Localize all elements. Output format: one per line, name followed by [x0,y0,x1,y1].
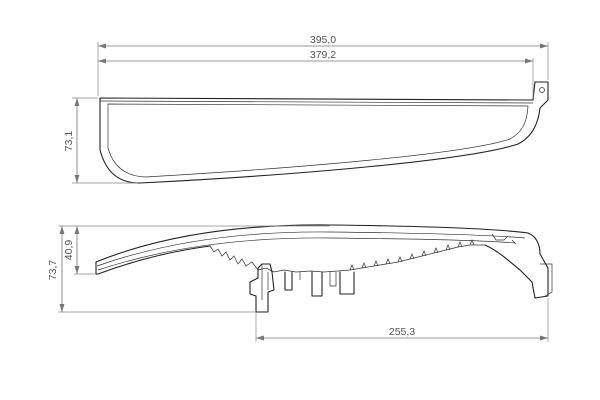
dimension-top-view-height: 73,1 [63,97,138,184]
dimension-side-upper-height: 40,9 [63,226,96,275]
mounting-bracket [249,263,275,313]
top-view-outer-profile [99,81,549,184]
dimension-side-total-height: 73,7 [47,225,330,313]
side-view-right-clip [540,263,553,297]
side-view [95,224,553,313]
dimension-bracket-length: 255,3 [255,298,549,342]
dimension-label-bracket-length: 255,3 [389,326,415,338]
top-view-inner-profile [107,103,529,178]
top-view [99,81,549,184]
mounting-tab-hole [539,87,545,93]
dimension-label-inner-length: 379,2 [310,49,336,61]
side-view-lug-1 [284,271,293,291]
dimension-label-side-upper-height: 40,9 [63,240,75,261]
dimension-inner-length: 379,2 [98,49,534,98]
top-view-flange-line [99,100,534,104]
side-view-rib-1 [96,231,526,267]
side-view-lug-detail [299,272,337,287]
dimension-overall-length: 395,0 [97,34,549,96]
dimension-label-overall-length: 395,0 [310,34,336,46]
side-view-nose [95,261,99,275]
side-view-lower-edge [97,245,211,275]
side-view-lug-3 [339,271,355,295]
dimension-label-side-total-height: 73,7 [47,260,59,281]
bracket-detail-1 [261,264,269,300]
side-view-right-end [484,232,549,299]
dimension-label-top-view-height: 73,1 [63,131,75,152]
side-view-upper-edge [95,224,529,263]
side-view-serration-teeth [349,239,475,271]
side-view-rib-2 [97,237,516,271]
side-view-lug-2 [311,271,323,297]
side-view-serrated-edge [209,244,485,273]
side-view-top-clip [491,233,517,245]
